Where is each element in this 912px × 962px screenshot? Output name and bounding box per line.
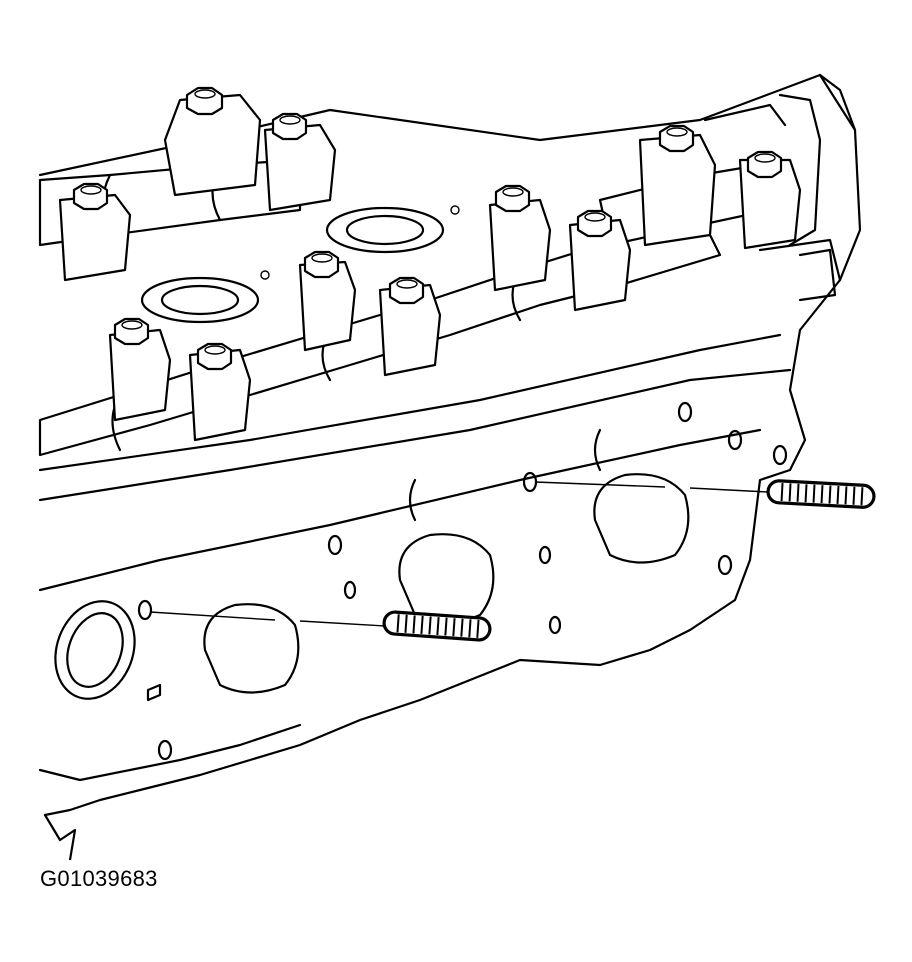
cap-bolts bbox=[72, 86, 783, 371]
bolt-head bbox=[303, 250, 340, 279]
leader-lines bbox=[149, 481, 769, 627]
bolt-head bbox=[388, 276, 425, 305]
spark-plug-wells bbox=[140, 205, 460, 324]
bolt-head bbox=[185, 86, 224, 116]
bolt-head bbox=[746, 150, 783, 179]
bolt-head bbox=[271, 112, 308, 141]
bolt-head bbox=[658, 124, 695, 153]
exhaust-manifold-stud-lower bbox=[382, 610, 492, 642]
bolt-head bbox=[494, 184, 531, 213]
bolt-head bbox=[72, 182, 109, 211]
bolt-head bbox=[576, 209, 613, 238]
coolant-outlet-boss bbox=[54, 600, 136, 700]
exhaust-manifold-stud-upper bbox=[766, 479, 876, 509]
figure-id-label: G01039683 bbox=[40, 866, 158, 891]
flange-holes bbox=[137, 401, 788, 761]
cylinder-head-body bbox=[38, 73, 862, 860]
bolt-head bbox=[196, 342, 233, 371]
bolt-head bbox=[113, 317, 150, 346]
engine-cylinder-head-illustration bbox=[38, 73, 876, 860]
